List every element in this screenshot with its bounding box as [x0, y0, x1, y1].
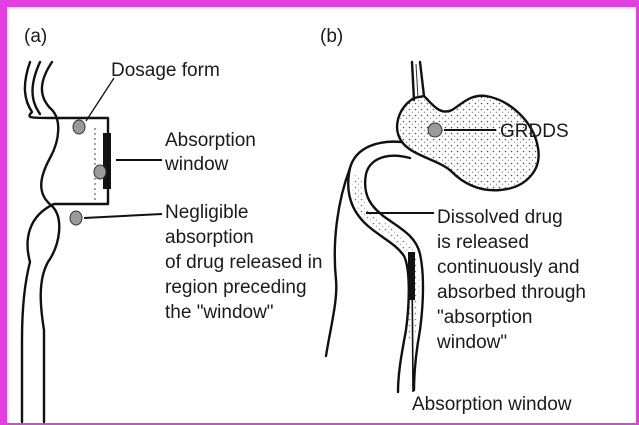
panel-a-tag: (a): [24, 26, 47, 47]
intestine-right-wall: [22, 62, 108, 422]
label-dissolved-line2: is released: [437, 232, 529, 253]
label-absorption-window-a-line2: window: [164, 154, 229, 175]
panel-b-tag: (b): [320, 26, 343, 47]
label-negligible-line4: region preceding: [165, 277, 307, 298]
label-dissolved-line6: window": [436, 332, 507, 353]
intestine-left-wall: [41, 62, 60, 422]
dosage-form-pill-3: [70, 211, 82, 225]
label-dissolved-line4: absorbed through: [437, 282, 586, 303]
label-negligible-line5: the "window": [165, 302, 274, 323]
leader-dosage-form: [86, 78, 114, 121]
label-negligible-line1: Negligible: [165, 202, 248, 223]
intestine-left-b: [326, 168, 350, 356]
stomach: [397, 96, 538, 191]
leader-negligible: [84, 214, 162, 218]
label-dissolved-line1: Dissolved drug: [437, 207, 563, 228]
label-absorption-window-a-line1: Absorption: [165, 130, 256, 151]
label-negligible-line2: absorption: [165, 227, 254, 248]
label-negligible-line3: of drug released in: [165, 252, 322, 273]
label-grdds: GRDDS: [500, 121, 569, 142]
label-dissolved-line3: continuously and: [437, 257, 580, 278]
esophagus-right: [420, 62, 424, 96]
label-dosage-form: Dosage form: [111, 60, 220, 81]
esophagus-left: [412, 62, 414, 100]
absorption-window-bar: [103, 133, 111, 189]
label-dissolved-line5: "absorption: [437, 307, 532, 328]
dosage-form-pill-1: [73, 120, 85, 134]
label-absorption-window-b: Absorption window: [412, 394, 572, 415]
dosage-form-pill-2: [94, 165, 106, 179]
intestine-diagram-a: [22, 62, 111, 422]
leader-absorption-window-b: [412, 262, 413, 392]
intestine-wall-left-inner: [33, 62, 41, 114]
grdds-pill: [428, 123, 442, 137]
